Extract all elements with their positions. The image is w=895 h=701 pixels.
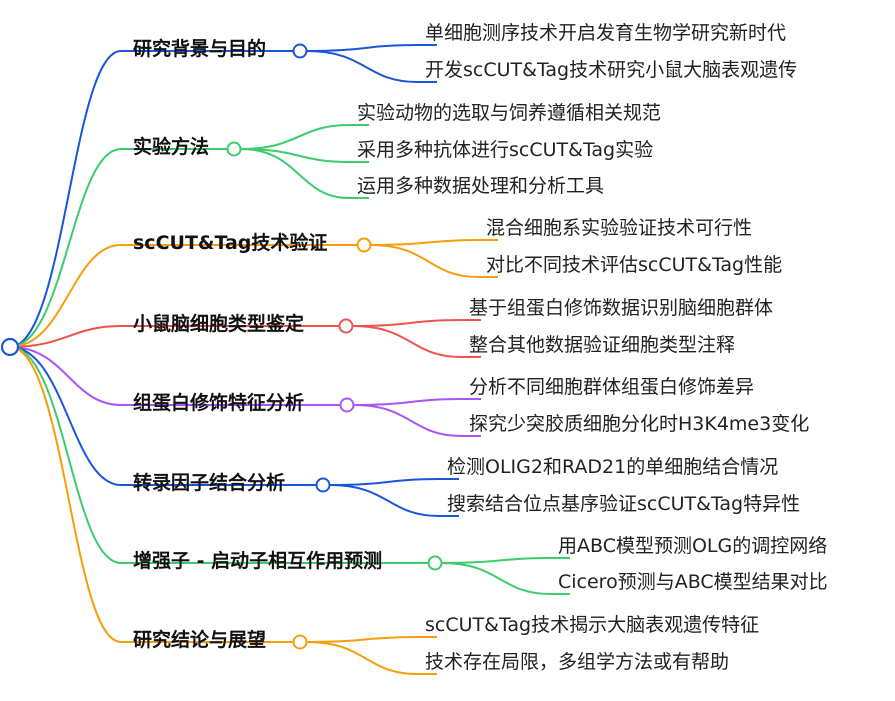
link-root-branch-5 [9,346,340,406]
branch-1-leaf-1[interactable]: 单细胞测序技术开启发育生物学研究新时代 [425,22,787,44]
link-root-branch-2 [9,148,227,348]
branch-6-label[interactable]: 转录因子结合分析 [133,472,286,494]
link-branch-1-leaf-1 [306,44,437,52]
branch-3-label[interactable]: scCUT&Tag技术验证 [133,232,328,254]
branch-7-node [427,555,443,571]
link-branch-4-leaf-1 [352,319,481,327]
branch-2-label[interactable]: 实验方法 [133,136,210,158]
link-root-branch-7 [9,346,428,564]
branch-8-leaf-2[interactable]: 技术存在局限，多组学方法或有帮助 [425,651,730,673]
branch-7-leaf-1[interactable]: 用ABC模型预测OLG的调控网络 [558,535,828,557]
branch-4-leaf-1[interactable]: 基于组蛋白修饰数据识别脑细胞群体 [469,297,774,319]
branch-2-leaf-1[interactable]: 实验动物的选取与饲养遵循相关规范 [357,102,662,124]
branch-7-label[interactable]: 增强子 - 启动子相互作用预测 [133,550,383,572]
link-branch-8-leaf-2 [306,641,437,675]
link-branch-1-leaf-2 [306,50,437,83]
branch-8-label[interactable]: 研究结论与展望 [133,629,267,651]
link-branch-8-leaf-1 [306,636,437,643]
link-branch-5-leaf-2 [353,404,481,437]
branch-8-leaf-1[interactable]: scCUT&Tag技术揭示大脑表观遗传特征 [425,614,760,636]
link-root-branch-1 [9,50,293,348]
link-root-branch-8 [9,346,293,643]
link-branch-6-leaf-1 [329,478,459,486]
link-branch-3-leaf-1 [370,239,498,246]
branch-6-leaf-2[interactable]: 搜索结合位点基序验证scCUT&Tag特异性 [447,493,801,515]
branch-1-leaf-2[interactable]: 开发scCUT&Tag技术研究小鼠大脑表观遗传 [425,59,798,81]
link-branch-2-leaf-3 [240,148,369,199]
link-branch-7-leaf-2 [441,562,570,595]
branch-5-leaf-1[interactable]: 分析不同细胞群体组蛋白修饰差异 [469,376,755,398]
link-branch-3-leaf-2 [370,244,498,278]
branch-4-leaf-2[interactable]: 整合其他数据验证细胞类型注释 [469,334,736,356]
branch-3-leaf-2[interactable]: 对比不同技术评估scCUT&Tag性能 [486,254,783,276]
branch-8-node [292,634,308,650]
branch-7-leaf-2[interactable]: Cicero预测与ABC模型结果对比 [558,571,828,593]
branch-4-label[interactable]: 小鼠脑细胞类型鉴定 [133,313,305,335]
branch-3-node [356,237,372,253]
branch-1-node [292,43,308,59]
link-branch-4-leaf-2 [352,325,481,358]
branch-4-node [338,318,354,334]
link-root-branch-3 [9,244,357,348]
link-branch-2-leaf-1 [240,124,369,150]
branch-6-leaf-1[interactable]: 检测OLIG2和RAD21的单细胞结合情况 [447,456,779,478]
link-root-branch-4 [9,325,339,348]
branch-5-label[interactable]: 组蛋白修饰特征分析 [133,392,305,414]
branch-2-node [226,141,242,157]
link-branch-7-leaf-1 [441,557,570,564]
link-root-branch-6 [9,346,316,486]
link-branch-6-leaf-2 [329,484,459,517]
link-branch-5-leaf-1 [353,398,481,406]
root-node [0,337,20,357]
branch-2-leaf-3[interactable]: 运用多种数据处理和分析工具 [357,175,605,197]
branch-5-node [339,397,355,413]
link-branch-2-leaf-2 [240,148,369,163]
branch-2-leaf-2[interactable]: 采用多种抗体进行scCUT&Tag实验 [357,139,654,161]
branch-6-node [315,477,331,493]
branch-5-leaf-2[interactable]: 探究少突胶质细胞分化时H3K4me3变化 [469,413,810,435]
branch-3-leaf-1[interactable]: 混合细胞系实验验证技术可行性 [486,217,753,239]
branch-1-label[interactable]: 研究背景与目的 [133,38,267,60]
